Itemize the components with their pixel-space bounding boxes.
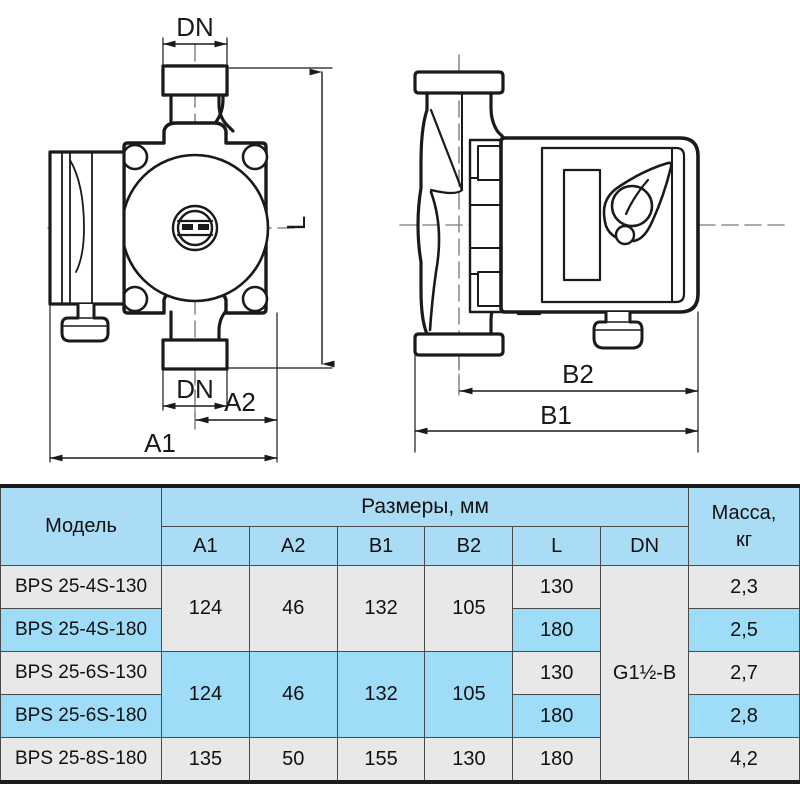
cell-l-3: 130 bbox=[512, 651, 602, 695]
cell-mass-4: 2,8 bbox=[688, 694, 800, 738]
side-internal-curve-bottom bbox=[428, 190, 441, 332]
header-mass: Масса, кг bbox=[688, 485, 800, 566]
cell-a2-5: 50 bbox=[248, 737, 338, 783]
terminal-box-curve bbox=[69, 159, 85, 273]
display-rectangle bbox=[562, 168, 602, 282]
header-row-sub: A1 A2 B1 B2 L DN bbox=[1, 526, 800, 566]
label-b1: B1 bbox=[540, 400, 572, 430]
side-internal-curve-top bbox=[429, 188, 464, 195]
top-neck-right bbox=[217, 93, 235, 133]
cell-b1-5: 155 bbox=[336, 737, 426, 783]
cell-l-5: 180 bbox=[512, 737, 602, 783]
cell-dn-all: G1½-B bbox=[600, 565, 689, 783]
table-row: BPS 25-6S-180 180 2,8 bbox=[0, 694, 800, 738]
label-b2: B2 bbox=[562, 359, 594, 389]
cell-mass-1: 2,3 bbox=[688, 565, 800, 609]
header-col-b1: B1 bbox=[336, 526, 426, 566]
bolt-bottom-right bbox=[241, 285, 269, 313]
bottom-flange-rect bbox=[161, 338, 229, 371]
table-row: BPS 25-8S-180 135 50 155 130 180 4,2 bbox=[0, 737, 800, 783]
header-col-a2: A2 bbox=[248, 526, 338, 566]
selector-knob bbox=[610, 184, 654, 228]
specification-table-container: Модель Размеры, мм Масса, кг A1 A2 B1 B2… bbox=[0, 484, 800, 794]
cell-a2-group1: 46 bbox=[248, 565, 338, 652]
side-bottom-flange bbox=[413, 332, 505, 357]
header-dimensions-group: Размеры, мм bbox=[161, 485, 689, 527]
bolt-bottom-left bbox=[121, 285, 149, 313]
cell-b1-group2: 132 bbox=[336, 651, 426, 738]
selector-pointer bbox=[624, 178, 650, 216]
label-a1: A1 bbox=[144, 428, 176, 458]
cell-l-1: 130 bbox=[512, 565, 602, 609]
bolt-top-left bbox=[121, 143, 149, 171]
table-row: BPS 25-4S-180 180 2,5 bbox=[0, 608, 800, 652]
indicator-dot bbox=[614, 224, 636, 246]
table-head: Модель Размеры, мм Масса, кг A1 A2 B1 B2… bbox=[0, 485, 800, 566]
header-col-l: L bbox=[512, 526, 602, 566]
cell-mass-5: 4,2 bbox=[688, 737, 800, 783]
cell-b2-group1: 105 bbox=[424, 565, 514, 652]
label-l: L bbox=[281, 216, 311, 230]
cell-b2-group2: 105 bbox=[424, 651, 514, 738]
cell-a2-group2: 46 bbox=[248, 651, 338, 738]
side-casing-left bbox=[416, 91, 429, 336]
header-col-dn: DN bbox=[600, 526, 689, 566]
header-mass-line1: Масса, bbox=[711, 501, 777, 524]
cell-b1-group1: 132 bbox=[336, 565, 426, 652]
table-row: BPS 25-6S-130 124 46 132 105 130 2,7 bbox=[0, 651, 800, 738]
label-dn-bottom: DN bbox=[176, 374, 214, 404]
cell-a1-group1: 124 bbox=[161, 565, 250, 652]
cell-l-2: 180 bbox=[512, 608, 602, 652]
top-flange-rect bbox=[161, 64, 229, 97]
table-row: BPS 25-4S-130 124 46 132 105 130 G1½-B 2… bbox=[0, 565, 800, 783]
technical-drawing: DN DN A1 A2 L B2 B1 bbox=[47, 12, 791, 463]
cell-mass-2: 2,5 bbox=[688, 608, 800, 652]
front-view-drawing bbox=[47, 37, 335, 463]
cell-model-3: BPS 25-6S-130 bbox=[0, 651, 162, 695]
cell-model-1: BPS 25-4S-130 bbox=[0, 565, 162, 609]
label-dn-top: DN bbox=[176, 12, 214, 42]
cell-model-5: BPS 25-8S-180 bbox=[0, 737, 162, 783]
label-a2: A2 bbox=[224, 387, 256, 417]
side-view-drawing bbox=[399, 54, 791, 453]
cell-mass-3: 2,7 bbox=[688, 651, 800, 695]
hub-slot-left-fill bbox=[182, 224, 193, 230]
terminal-box bbox=[48, 150, 126, 306]
header-mass-line2: кг bbox=[735, 528, 753, 551]
cell-model-4: BPS 25-6S-180 bbox=[0, 694, 162, 738]
bolt-top-right bbox=[241, 143, 269, 171]
cell-model-2: BPS 25-4S-180 bbox=[0, 608, 162, 652]
cell-a1-5: 135 bbox=[161, 737, 250, 783]
cable-gland bbox=[60, 302, 110, 343]
cell-b2-5: 130 bbox=[424, 737, 514, 783]
hub-inner-circle bbox=[176, 209, 214, 247]
header-col-b2: B2 bbox=[424, 526, 514, 566]
specification-table: Модель Размеры, мм Масса, кг A1 A2 B1 B2… bbox=[0, 484, 800, 784]
cell-l-4: 180 bbox=[512, 694, 602, 738]
hub-slot-right-fill bbox=[198, 224, 209, 230]
header-model: Модель bbox=[0, 485, 162, 566]
table-body: BPS 25-4S-130 124 46 132 105 130 G1½-B 2… bbox=[0, 565, 800, 783]
side-casing-right-top bbox=[489, 91, 508, 142]
header-row-top: Модель Размеры, мм Масса, кг bbox=[0, 485, 800, 566]
side-internal-diag bbox=[429, 108, 464, 192]
header-col-a1: A1 bbox=[161, 526, 250, 566]
side-top-flange bbox=[413, 70, 505, 95]
cell-a1-group2: 124 bbox=[161, 651, 250, 738]
